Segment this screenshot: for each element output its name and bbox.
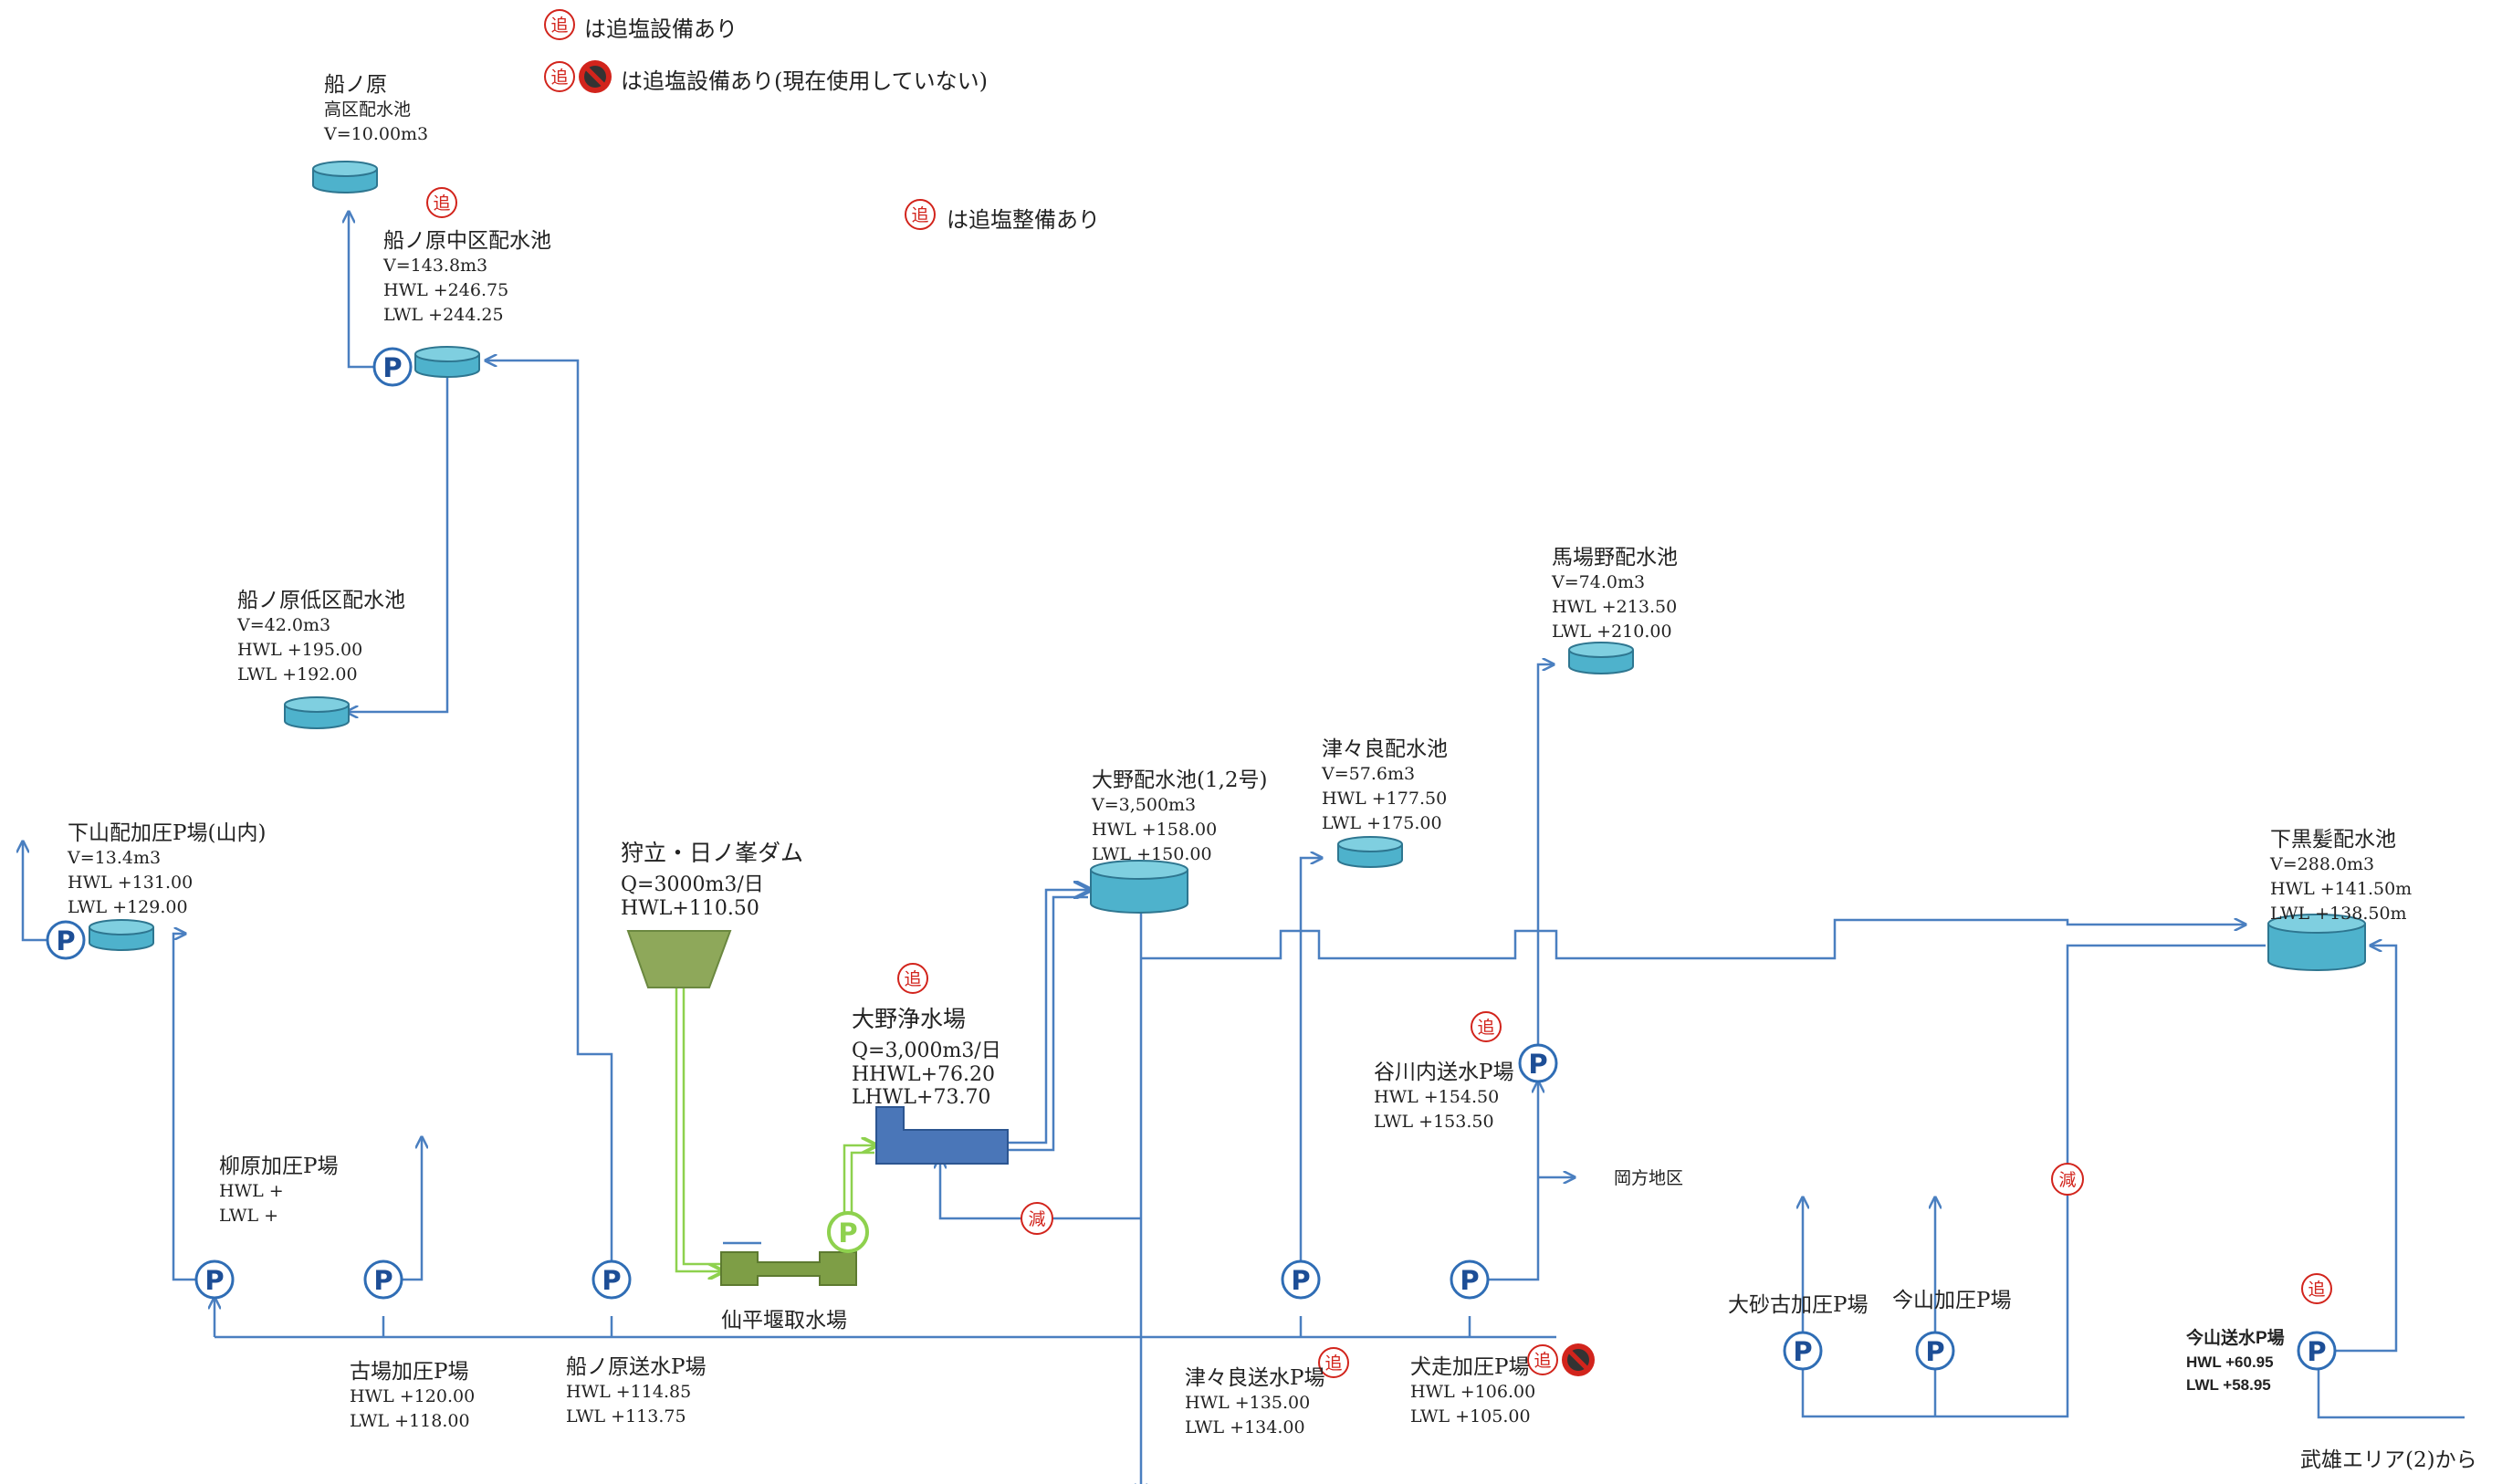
pump-label: P bbox=[373, 1265, 393, 1296]
tank-ono bbox=[1090, 860, 1188, 914]
svg-text:追: 追 bbox=[433, 193, 450, 214]
svg-text:追: 追 bbox=[550, 16, 568, 36]
reducer-mark-icon: 減 bbox=[2051, 1163, 2084, 1196]
tank-funanohara-low bbox=[284, 696, 350, 729]
tank-babano bbox=[1568, 642, 1634, 674]
intake-station-shape bbox=[720, 1241, 857, 1286]
pump-icon: P bbox=[46, 920, 86, 960]
label-dam: 狩立・日ノ峯ダム Q=3000m3/日 HWL+110.50 bbox=[621, 840, 804, 920]
svg-text:減: 減 bbox=[2058, 1170, 2076, 1190]
label-plant: 大野浄水場 Q=3,000m3/日 HHWL+76.20 LHWL+73.70 bbox=[852, 1006, 1001, 1109]
pump-label: P bbox=[382, 352, 402, 383]
chlorine-mark-icon: 追 bbox=[2301, 1273, 2332, 1304]
pump-label: P bbox=[56, 925, 75, 956]
svg-text:追: 追 bbox=[911, 205, 928, 225]
pump-icon: P bbox=[827, 1211, 869, 1253]
pump-icon: P bbox=[1450, 1259, 1490, 1300]
chlorine-mark-icon: 追 bbox=[897, 963, 928, 994]
pump-icon: P bbox=[2297, 1331, 2337, 1371]
label-imayama: 今山加圧P場 bbox=[1892, 1289, 2012, 1312]
label-intake: 仙平堰取水場 bbox=[721, 1309, 847, 1332]
pump-label: P bbox=[602, 1265, 621, 1296]
chlorine-mark-icon: 追 bbox=[905, 199, 936, 230]
svg-text:追: 追 bbox=[1324, 1353, 1342, 1374]
legend-item-chlorine: は追塩設備あり bbox=[584, 16, 738, 42]
pump-icon: P bbox=[1915, 1331, 1955, 1371]
label-imayama-send: 今山送水P場 HWL +60.95 LWL +58.95 bbox=[2186, 1329, 2285, 1394]
pump-icon: P bbox=[372, 347, 413, 387]
svg-text:追: 追 bbox=[904, 969, 921, 989]
pump-label: P bbox=[1291, 1265, 1310, 1296]
reducer-mark-icon: 減 bbox=[1021, 1202, 1053, 1235]
pump-label: P bbox=[204, 1265, 224, 1296]
label-yanagihara: 柳原加圧P場 HWL +LWL + bbox=[219, 1155, 339, 1226]
tank-funanohara-mid bbox=[414, 346, 480, 378]
chlorine-mark-icon: 追 bbox=[1318, 1347, 1349, 1378]
tank-shimokurokami bbox=[2267, 914, 2366, 971]
pipe-network bbox=[23, 212, 2465, 1484]
pump-icon: P bbox=[1783, 1331, 1823, 1371]
pump-label: P bbox=[1793, 1336, 1812, 1367]
svg-text:追: 追 bbox=[1534, 1351, 1551, 1371]
pump-label: P bbox=[1528, 1049, 1547, 1080]
chlorine-mark-icon: 追 bbox=[544, 61, 575, 92]
pump-icon: P bbox=[591, 1259, 632, 1300]
plant-shape bbox=[875, 1106, 1009, 1165]
svg-text:追: 追 bbox=[550, 68, 568, 88]
no-entry-icon bbox=[1562, 1343, 1595, 1376]
no-entry-icon bbox=[579, 60, 612, 93]
svg-text:追: 追 bbox=[1477, 1018, 1494, 1038]
label-okata: 岡方地区 bbox=[1614, 1168, 1684, 1188]
treated-water-pipe bbox=[1008, 890, 1088, 1152]
svg-text:減: 減 bbox=[1028, 1209, 1045, 1229]
chlorine-mark-icon: 追 bbox=[1471, 1011, 1502, 1042]
pump-icon: P bbox=[1281, 1259, 1321, 1300]
chlorine-mark-icon: 追 bbox=[1527, 1344, 1558, 1375]
dam-shape bbox=[626, 930, 732, 988]
tank-funanohara-high bbox=[312, 161, 378, 193]
pump-label: P bbox=[838, 1218, 857, 1249]
pump-label: P bbox=[2307, 1336, 2326, 1367]
pump-label: P bbox=[1925, 1336, 1944, 1367]
pump-icon: P bbox=[1518, 1043, 1558, 1083]
label-oisago: 大砂古加圧P場 bbox=[1728, 1293, 1869, 1317]
tank-tsutsura bbox=[1337, 836, 1403, 868]
svg-text:追: 追 bbox=[2308, 1280, 2325, 1300]
pump-icon: P bbox=[194, 1259, 235, 1300]
raw-water-pipe bbox=[675, 988, 874, 1271]
tank-shimoyama bbox=[89, 919, 154, 951]
chlorine-mark-icon: 追 bbox=[544, 9, 575, 40]
label-takeo: 武雄エリア(2)から bbox=[2300, 1448, 2477, 1472]
pump-icon: P bbox=[363, 1259, 403, 1300]
chlorine-mark-icon: 追 bbox=[426, 187, 457, 218]
legend-item-chlorine-unused: は追塩設備あり(現在使用していない) bbox=[621, 68, 989, 94]
pump-label: P bbox=[1460, 1265, 1479, 1296]
legend-item-chlorine-maintained: は追塩整備あり bbox=[947, 207, 1100, 233]
